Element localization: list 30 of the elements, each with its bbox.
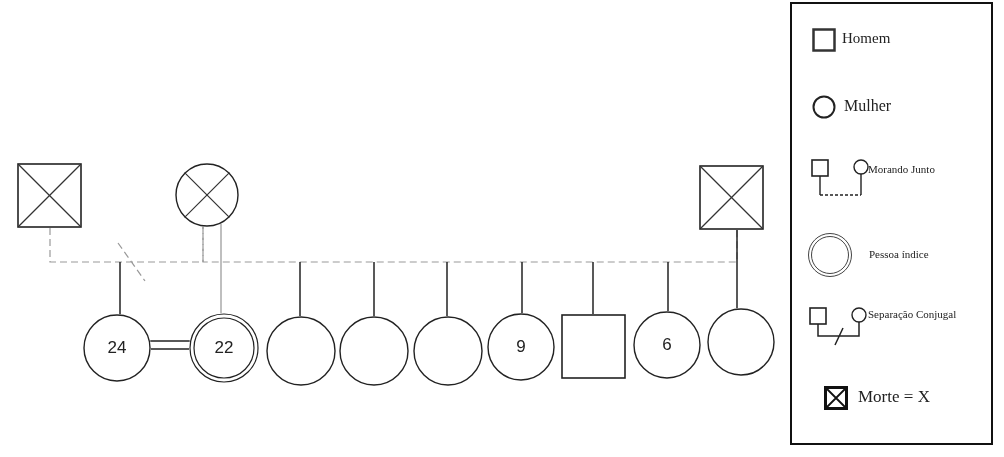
- female-circle: [266, 316, 336, 386]
- male-box: [561, 314, 626, 379]
- descent-line: [446, 261, 448, 317]
- deceased-male-box: [699, 165, 764, 230]
- descent-line: [736, 229, 738, 309]
- descent-line: [667, 261, 669, 312]
- female-circle: [339, 316, 409, 386]
- female-circle: [707, 308, 775, 376]
- female-circle: 24: [83, 314, 151, 382]
- female-circle: [413, 316, 483, 386]
- descent-line: [373, 261, 375, 317]
- deceased-female-circle: [175, 163, 239, 227]
- cohabitation-line: [202, 226, 738, 263]
- descent-line: [119, 261, 121, 315]
- descent-line: [299, 261, 301, 317]
- marriage-line: [149, 340, 191, 350]
- descent-line: [592, 261, 594, 315]
- separated-couple-line: [49, 226, 204, 282]
- descent-line: [220, 223, 222, 314]
- legend-text: Homem: [842, 30, 891, 47]
- deceased-male-box: [17, 163, 82, 228]
- legend-text: Separação Conjugal: [868, 308, 957, 320]
- female-circle: 9: [487, 313, 555, 381]
- legend-text: Pessoa índice: [869, 248, 929, 260]
- legend-text: Morando Junto: [868, 163, 935, 175]
- descent-line: [521, 261, 523, 314]
- legend-text: Mulher: [844, 97, 892, 115]
- index-person-circle: 22: [189, 313, 259, 383]
- legend-text: Morte = X: [858, 387, 930, 407]
- female-circle: 6: [633, 311, 701, 379]
